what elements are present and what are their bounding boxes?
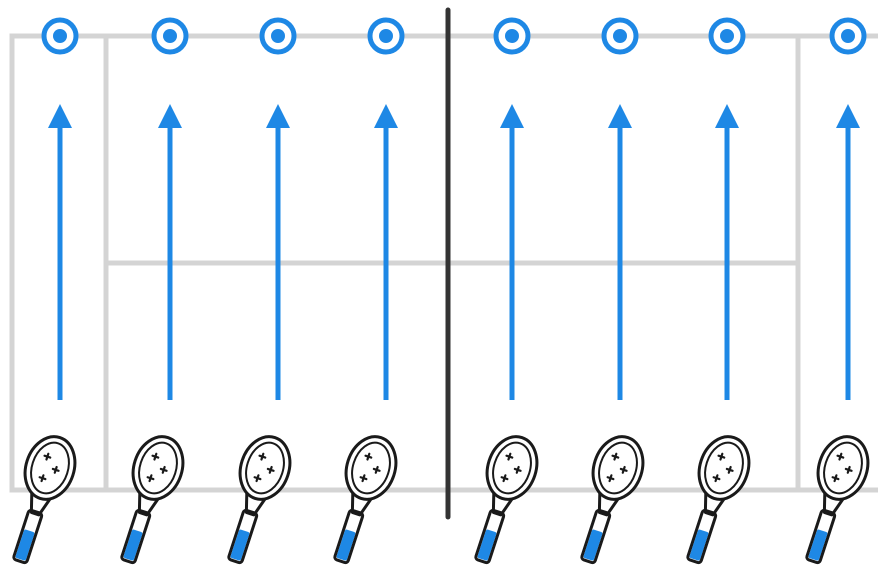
player-1 (12, 17, 79, 565)
players (12, 17, 870, 565)
arrow-up-icon (715, 104, 739, 400)
racket-icon (12, 435, 77, 565)
arrow-up-icon (374, 104, 398, 400)
racket-icon (227, 435, 292, 565)
player-2 (120, 17, 189, 565)
target-icon (259, 17, 297, 55)
arrow-up-icon (48, 104, 72, 400)
racket-icon (474, 435, 539, 565)
player-6 (580, 17, 645, 565)
arrow-up-icon (266, 104, 290, 400)
target-icon (367, 17, 405, 55)
racket-icon (580, 435, 645, 565)
player-7 (686, 17, 751, 565)
player-5 (474, 17, 539, 565)
arrow-up-icon (836, 104, 860, 400)
arrow-up-icon (158, 104, 182, 400)
player-3 (227, 17, 297, 565)
player-8 (805, 17, 870, 565)
target-icon (151, 17, 189, 55)
target-icon (41, 17, 79, 55)
court-outline (9, 33, 878, 493)
target-icon (601, 17, 639, 55)
racket-icon (686, 435, 751, 565)
arrow-up-icon (500, 104, 524, 400)
racket-icon (805, 435, 870, 565)
target-icon (493, 17, 531, 55)
target-icon (708, 17, 746, 55)
racket-icon (333, 435, 398, 565)
arrow-up-icon (608, 104, 632, 400)
racket-icon (120, 435, 185, 565)
target-icon (829, 17, 867, 55)
player-4 (333, 17, 405, 565)
court-lines (9, 33, 878, 493)
